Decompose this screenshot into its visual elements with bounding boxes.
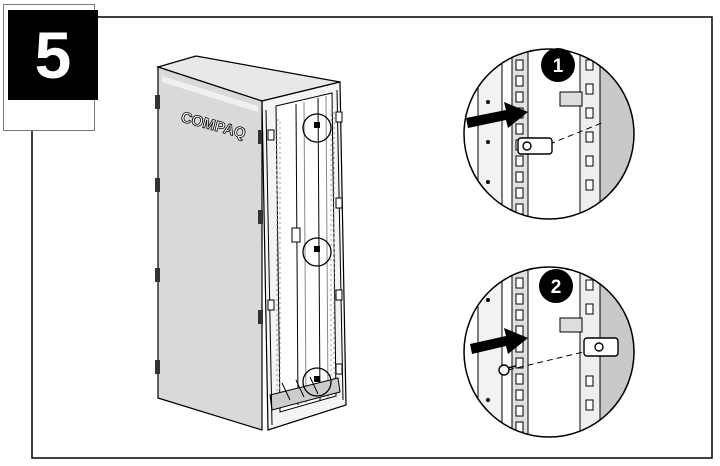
step-number: 5 bbox=[34, 18, 72, 92]
screw-icon bbox=[498, 364, 517, 376]
callout-detail-2: 2 bbox=[463, 266, 635, 438]
step-number-badge: 5 bbox=[8, 10, 98, 100]
arrow-right-icon bbox=[470, 328, 528, 354]
arrow-right-icon bbox=[466, 102, 528, 128]
magnify-circle-icon bbox=[302, 113, 332, 143]
magnify-circle-icon bbox=[302, 367, 332, 397]
callout-badge-1: 1 bbox=[553, 56, 564, 77]
cage-nut-icon bbox=[583, 337, 619, 357]
callout-detail-1: 1 bbox=[463, 48, 635, 220]
callout-badge-2: 2 bbox=[551, 277, 562, 298]
magnify-circle-icon bbox=[302, 237, 332, 267]
cage-nut-icon bbox=[517, 137, 553, 155]
cabinet-side-panel bbox=[157, 66, 263, 431]
